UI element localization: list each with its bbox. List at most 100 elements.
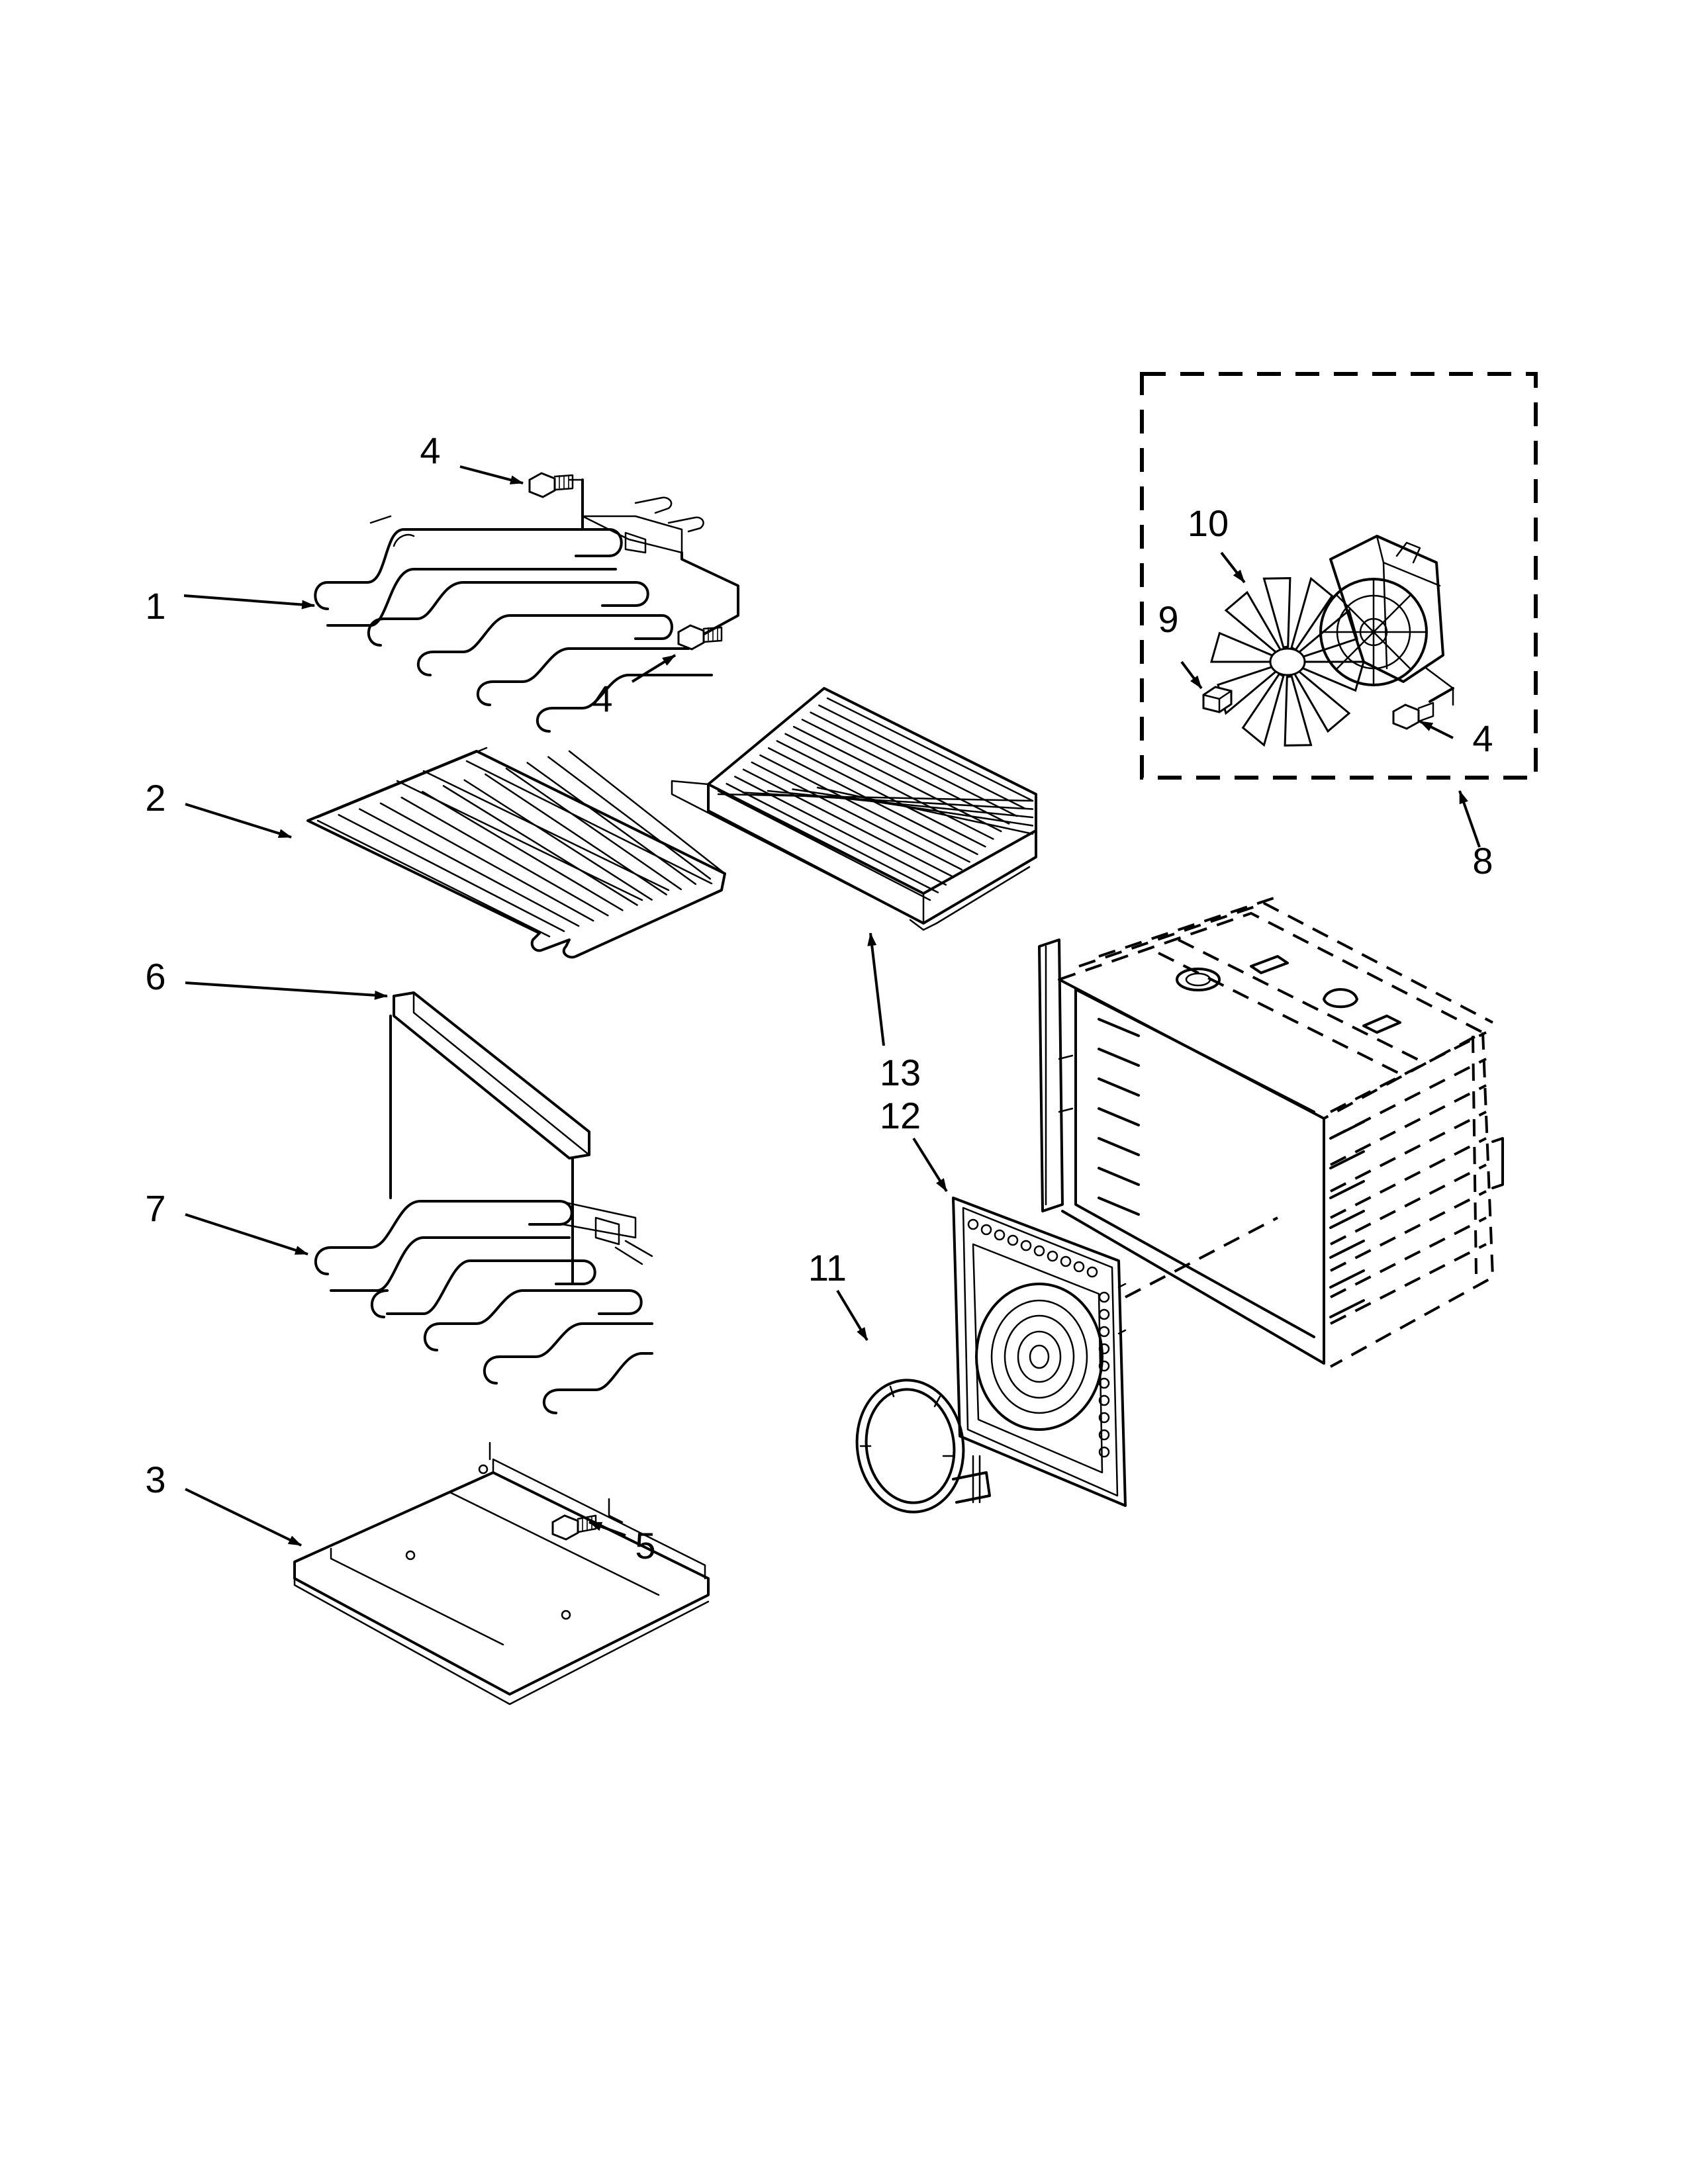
part-8-convection-fan-assembly — [1140, 372, 1538, 780]
line-art — [826, 697, 1034, 802]
vent-hole — [1007, 1234, 1019, 1246]
line-art — [442, 785, 638, 906]
line-art — [1329, 1240, 1365, 1259]
line-art — [422, 791, 624, 911]
vent-hole — [1086, 1266, 1098, 1278]
callout-7: 7 — [145, 1187, 165, 1229]
screw-4-upper — [528, 472, 574, 498]
line-art — [1330, 1111, 1487, 1193]
callout-9: 9 — [1158, 598, 1178, 640]
part-1-broil-element — [314, 478, 739, 733]
callout-arrows — [183, 465, 1481, 1547]
line-art — [742, 768, 955, 878]
part-13-rollout-rack — [671, 687, 1037, 931]
part-2-oven-rack — [306, 747, 726, 959]
part-12-fan-cover — [952, 1197, 1127, 1507]
line-art — [818, 704, 1026, 809]
line-art — [717, 793, 1034, 802]
part-7-bake-element — [314, 1200, 653, 1414]
fan-blade-vane — [1284, 675, 1313, 747]
line-art — [1330, 1216, 1487, 1298]
part-3-bottom-panel — [293, 1441, 710, 1706]
line-art — [547, 756, 712, 880]
callout-4-fan: 4 — [1472, 717, 1493, 759]
line-art — [1098, 1107, 1140, 1126]
line-art — [801, 719, 1010, 825]
callout-10: 10 — [1188, 502, 1229, 544]
screw-4-lower — [677, 624, 723, 651]
line-art — [784, 733, 994, 840]
line-art — [379, 802, 594, 922]
line-art — [1329, 1120, 1365, 1140]
callout-12: 12 — [880, 1095, 921, 1136]
line-art — [400, 796, 609, 917]
line-art — [1098, 1167, 1140, 1186]
vent-hole — [1020, 1240, 1032, 1251]
vent-hole — [1060, 1255, 1072, 1267]
line-art — [1329, 1180, 1365, 1199]
part-11-convection-element — [855, 1379, 991, 1514]
vent-hole — [1033, 1245, 1045, 1257]
line-art — [776, 740, 986, 848]
vent-hole — [1098, 1308, 1110, 1320]
vent-hole — [1098, 1360, 1110, 1372]
line-art — [1098, 1197, 1140, 1216]
line-art — [742, 792, 1034, 810]
line-art — [505, 768, 682, 890]
callout-4-top: 4 — [420, 430, 440, 471]
vent-hole — [1098, 1326, 1110, 1338]
line-art — [463, 779, 653, 901]
vent-hole — [1098, 1412, 1110, 1424]
part-10-fan-blade — [1210, 576, 1365, 747]
part-6-element-bracket — [389, 991, 590, 1285]
line-art — [792, 725, 1002, 833]
line-art — [717, 790, 931, 901]
line-art — [810, 711, 1018, 817]
line-art — [359, 808, 580, 927]
vent-hole — [1098, 1394, 1110, 1406]
callout-2: 2 — [145, 777, 165, 819]
fan-hub — [1269, 647, 1306, 676]
callout-labels: 1 2 6 7 3 4 4 4 5 8 9 10 11 12 13 — [145, 430, 1493, 1567]
screw-5 — [551, 1514, 597, 1541]
vent-hole — [1073, 1261, 1085, 1273]
fan-blade-vane — [1262, 577, 1291, 649]
vent-hole — [1047, 1250, 1058, 1262]
line-art — [1330, 1243, 1487, 1325]
callout-11: 11 — [808, 1247, 847, 1289]
line-art — [1330, 1031, 1487, 1113]
callout-3: 3 — [145, 1459, 165, 1500]
screw-4-fan — [1392, 702, 1434, 730]
line-art — [1329, 1269, 1365, 1289]
line-art — [1330, 1190, 1487, 1272]
vent-hole — [1098, 1429, 1110, 1441]
vent-hole — [980, 1224, 992, 1236]
line-art — [1098, 1077, 1140, 1097]
line-art — [816, 786, 1034, 835]
vent-hole — [994, 1229, 1006, 1241]
callout-4-mid: 4 — [592, 678, 612, 719]
line-art — [1098, 1137, 1140, 1156]
callout-8: 8 — [1472, 840, 1493, 882]
line-art — [1329, 1210, 1365, 1229]
line-art — [316, 819, 551, 938]
line-art — [759, 754, 970, 863]
line-art — [1330, 1137, 1487, 1219]
part-9-nut — [1202, 686, 1233, 713]
line-art — [338, 814, 565, 933]
vent-hole — [1098, 1291, 1110, 1303]
vent-hole — [967, 1218, 979, 1230]
vent-hole — [1098, 1377, 1110, 1389]
fan-motor — [1319, 535, 1454, 706]
line-art — [526, 762, 697, 886]
line-art — [1330, 1163, 1487, 1246]
line-art — [767, 790, 1034, 819]
callout-13: 13 — [880, 1052, 921, 1093]
vent-hole — [1098, 1343, 1110, 1355]
line-art — [726, 782, 939, 893]
line-art — [1098, 1048, 1140, 1067]
line-art — [568, 750, 726, 875]
callout-6: 6 — [145, 956, 165, 997]
line-art — [751, 761, 962, 871]
